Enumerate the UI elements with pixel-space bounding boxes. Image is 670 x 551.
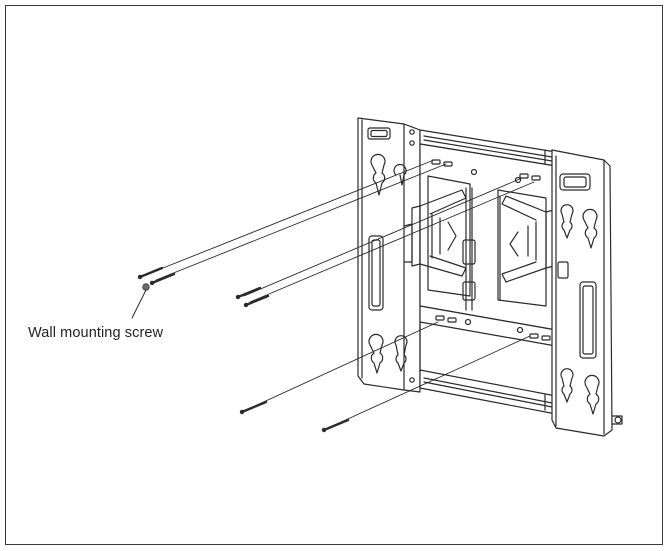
callout-leader (131, 283, 150, 319)
left-mounting-plate (357, 117, 430, 393)
wall-mounting-screw-label: Wall mounting screw (28, 325, 164, 341)
screw-heads (137, 274, 327, 433)
right-mounting-plate (551, 149, 623, 437)
screw-guide-lines (147, 159, 535, 429)
wall-mounting-screw-icon (138, 266, 350, 432)
center-bracket-frame (403, 143, 557, 397)
